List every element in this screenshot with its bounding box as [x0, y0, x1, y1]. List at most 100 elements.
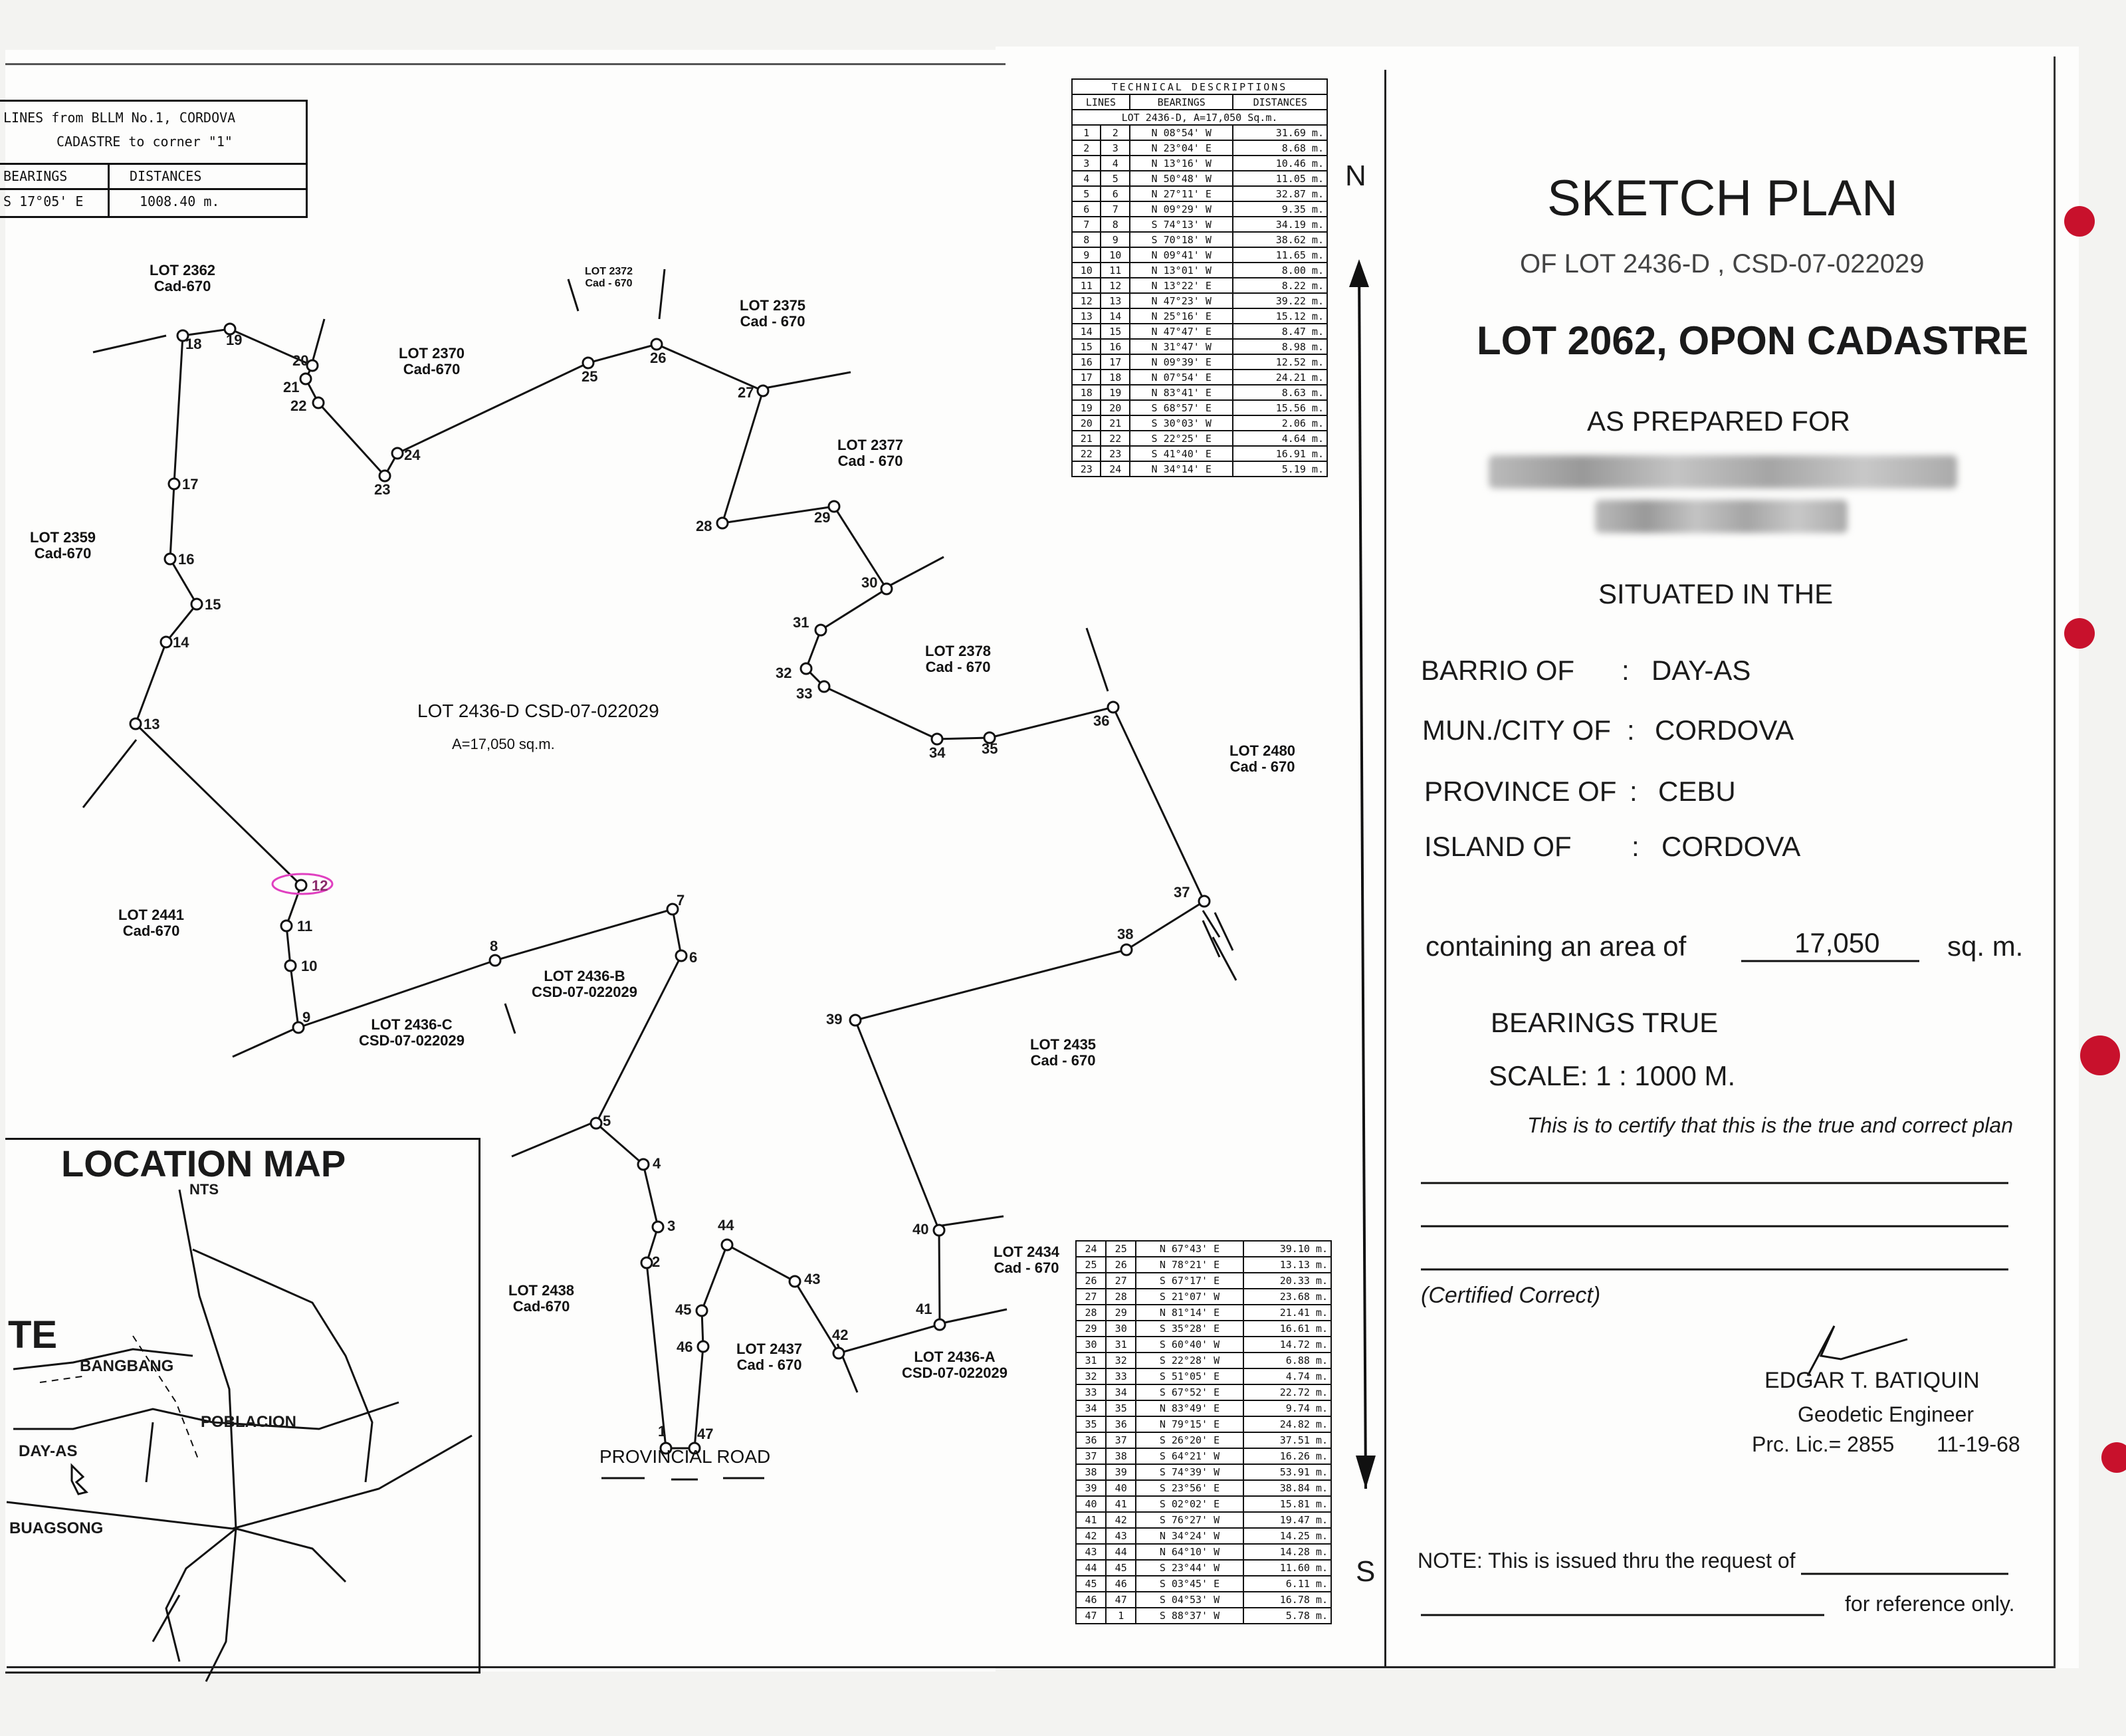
- corner-label: 28: [696, 518, 712, 534]
- distance: 39.10 m.: [1242, 1240, 1332, 1257]
- bearings-true: BEARINGS TRUE: [1491, 1007, 1719, 1038]
- bearing: N 23°04' E: [1128, 140, 1234, 156]
- from-corner: 10: [1071, 262, 1102, 278]
- from-corner: 8: [1071, 231, 1102, 248]
- to-corner: 41: [1105, 1495, 1137, 1513]
- corner-marker-28: [716, 516, 729, 530]
- adjoining-lot-tie-lines: [82, 269, 1237, 1393]
- engineer-title: Geodetic Engineer: [1798, 1402, 1974, 1426]
- corner-label: 25: [582, 368, 598, 385]
- distance: 14.25 m.: [1242, 1527, 1332, 1545]
- bearing: N 07°54' E: [1128, 369, 1234, 385]
- corner-label: 16: [178, 551, 195, 568]
- distance: 31.69 m.: [1232, 124, 1328, 141]
- barrio-value: DAY-AS: [1651, 655, 1751, 686]
- bearing: N 83°41' E: [1128, 384, 1234, 401]
- location-map-nts: NTS: [189, 1181, 219, 1198]
- from-corner: 22: [1071, 445, 1102, 462]
- to-corner: 37: [1105, 1432, 1137, 1449]
- from-corner: 7: [1071, 216, 1102, 233]
- from-corner: 14: [1071, 323, 1102, 340]
- bearing: S 22°28' W: [1135, 1352, 1244, 1369]
- from-corner: 9: [1071, 247, 1102, 263]
- col-lines: LINES: [1071, 94, 1130, 110]
- from-corner: 18: [1071, 384, 1102, 401]
- distance: 38.84 m.: [1242, 1479, 1332, 1497]
- corner-marker-33: [817, 680, 831, 693]
- redacted-name-line-2: [1595, 500, 1848, 533]
- south-arrow-head: [1356, 1456, 1376, 1489]
- corner-label: 24: [404, 447, 421, 463]
- bearing: S 22°25' E: [1128, 430, 1234, 447]
- corner-marker-46: [696, 1340, 710, 1353]
- corner-label: 8: [490, 938, 498, 954]
- corner-marker-30: [880, 582, 893, 596]
- from-corner: 44: [1075, 1559, 1107, 1576]
- distance: 19.47 m.: [1242, 1511, 1332, 1529]
- to-corner: 9: [1100, 231, 1130, 248]
- corner-marker-1: [659, 1442, 673, 1455]
- bearing: S 51°05' E: [1135, 1368, 1244, 1385]
- to-corner: 28: [1105, 1288, 1137, 1305]
- corner-label: 39: [826, 1011, 843, 1028]
- from-corner: 6: [1071, 201, 1102, 217]
- corner-marker-39: [849, 1014, 862, 1027]
- distance: 14.72 m.: [1242, 1336, 1332, 1353]
- from-corner: 3: [1071, 155, 1102, 171]
- from-corner: 37: [1075, 1448, 1107, 1465]
- bearing: S 41°40' E: [1128, 445, 1234, 462]
- bllm-distance-header: DISTANCES: [130, 168, 202, 184]
- frame-bottom: [7, 1666, 2054, 1668]
- place-buagsong: BUAGSONG: [9, 1519, 104, 1537]
- place-bangbang: BANGBANG: [80, 1357, 174, 1375]
- corner-marker-37: [1198, 895, 1211, 908]
- bearing: N 31°47' W: [1128, 338, 1234, 355]
- bearing: N 79°15' E: [1135, 1416, 1244, 1433]
- corner-marker-36: [1107, 701, 1120, 714]
- corner-marker-4: [637, 1158, 650, 1171]
- to-corner: 45: [1105, 1559, 1137, 1576]
- distance: 15.56 m.: [1232, 399, 1328, 416]
- to-corner: 12: [1100, 277, 1130, 294]
- mun-value: CORDOVA: [1655, 714, 1794, 746]
- bllm-bearing-header: BEARINGS: [3, 168, 68, 184]
- from-corner: 31: [1075, 1352, 1107, 1369]
- to-corner: 27: [1105, 1272, 1137, 1289]
- main-lot-area: A=17,050 sq.m.: [452, 736, 555, 752]
- distance: 34.19 m.: [1232, 216, 1328, 233]
- distance: 23.68 m.: [1242, 1288, 1332, 1305]
- corner-marker-15: [190, 597, 203, 611]
- bearing: N 78°21' E: [1135, 1256, 1244, 1273]
- bearing: N 67°43' E: [1135, 1240, 1244, 1257]
- distance: 53.91 m.: [1242, 1464, 1332, 1481]
- bearing: N 50°48' W: [1128, 170, 1234, 187]
- distance: 11.60 m.: [1242, 1559, 1332, 1576]
- from-corner: 24: [1075, 1240, 1107, 1257]
- bearing: S 67°17' E: [1135, 1272, 1244, 1289]
- corner-marker-40: [932, 1224, 946, 1237]
- from-corner: 15: [1071, 338, 1102, 355]
- distance: 21.41 m.: [1242, 1304, 1332, 1321]
- to-corner: 2: [1100, 124, 1130, 141]
- corner-label: 43: [804, 1271, 821, 1287]
- corner-label: 12: [312, 877, 328, 894]
- from-corner: 38: [1075, 1464, 1107, 1481]
- bearing: N 83°49' E: [1135, 1400, 1244, 1417]
- bllm-tie-box: LINES from BLLM No.1, CORDOVA CADASTRE t…: [0, 100, 308, 218]
- corner-marker-21: [299, 372, 312, 385]
